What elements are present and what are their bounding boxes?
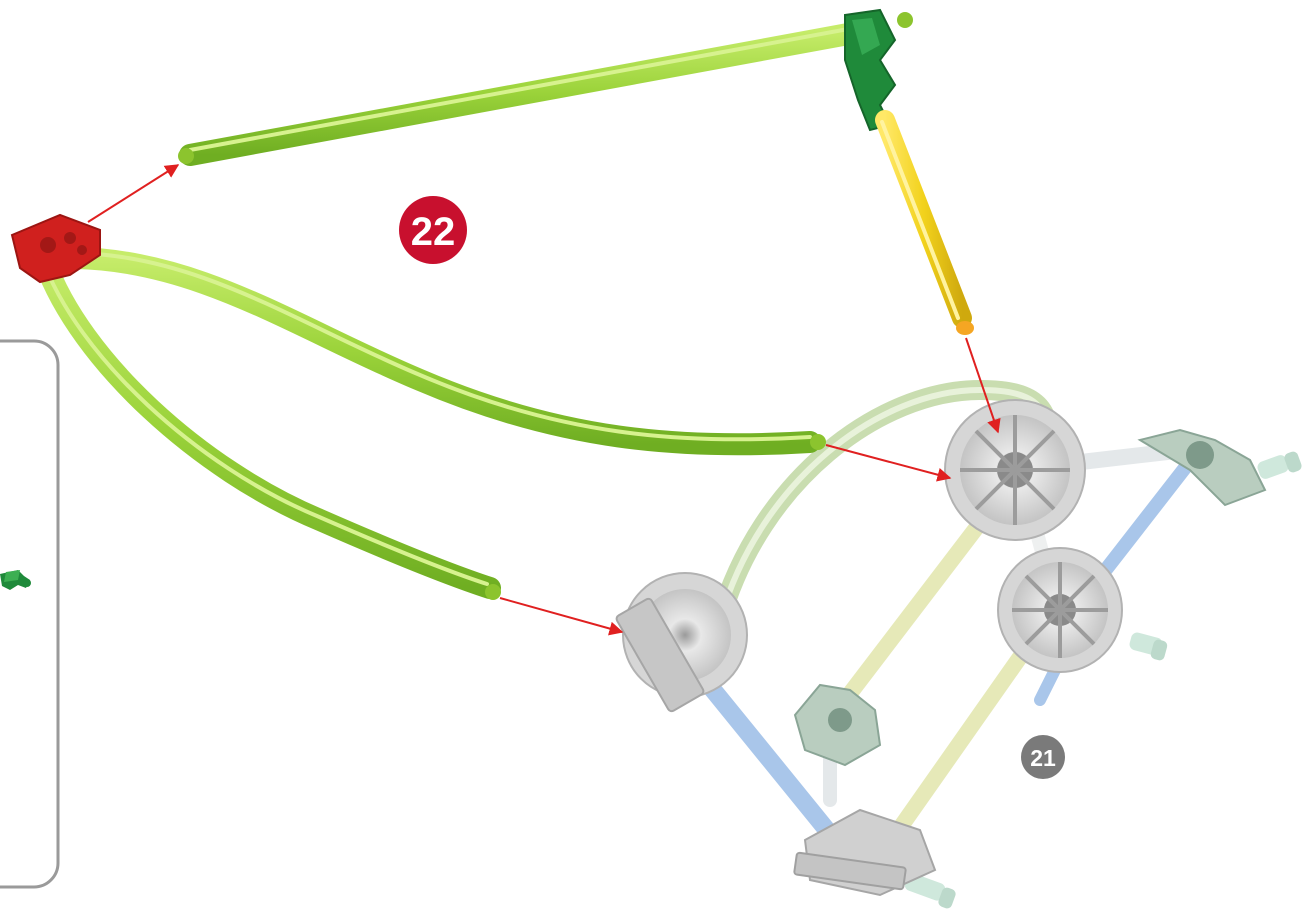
pale-yellow-rod bbox=[845, 510, 990, 700]
pale-green-half-connector bbox=[795, 685, 880, 765]
green-rod-top bbox=[178, 12, 913, 164]
step-21-badge: 21 bbox=[1021, 735, 1065, 779]
arrow bbox=[826, 445, 950, 478]
step-22-label: 22 bbox=[411, 210, 456, 254]
previous-assembly bbox=[615, 390, 1303, 910]
pale-end-caps bbox=[903, 450, 1303, 910]
green-rod-curved-upper bbox=[75, 253, 826, 450]
yellow-rod bbox=[882, 120, 974, 335]
red-connector bbox=[12, 215, 100, 282]
arrow bbox=[500, 598, 622, 632]
new-parts bbox=[12, 10, 974, 600]
step-22-badge: 22 bbox=[399, 196, 467, 264]
inset-green-part-icon bbox=[0, 570, 31, 590]
gray-gear-connector bbox=[615, 573, 747, 713]
inset-border bbox=[0, 341, 58, 887]
gray-gear-connector bbox=[998, 548, 1122, 672]
inset-panel bbox=[0, 341, 58, 887]
pale-yellow-rod bbox=[895, 650, 1025, 835]
step-21-label: 21 bbox=[1030, 745, 1056, 771]
assembly-arrows bbox=[88, 165, 998, 632]
arrow bbox=[88, 165, 178, 222]
gray-gear-connector bbox=[945, 400, 1085, 540]
